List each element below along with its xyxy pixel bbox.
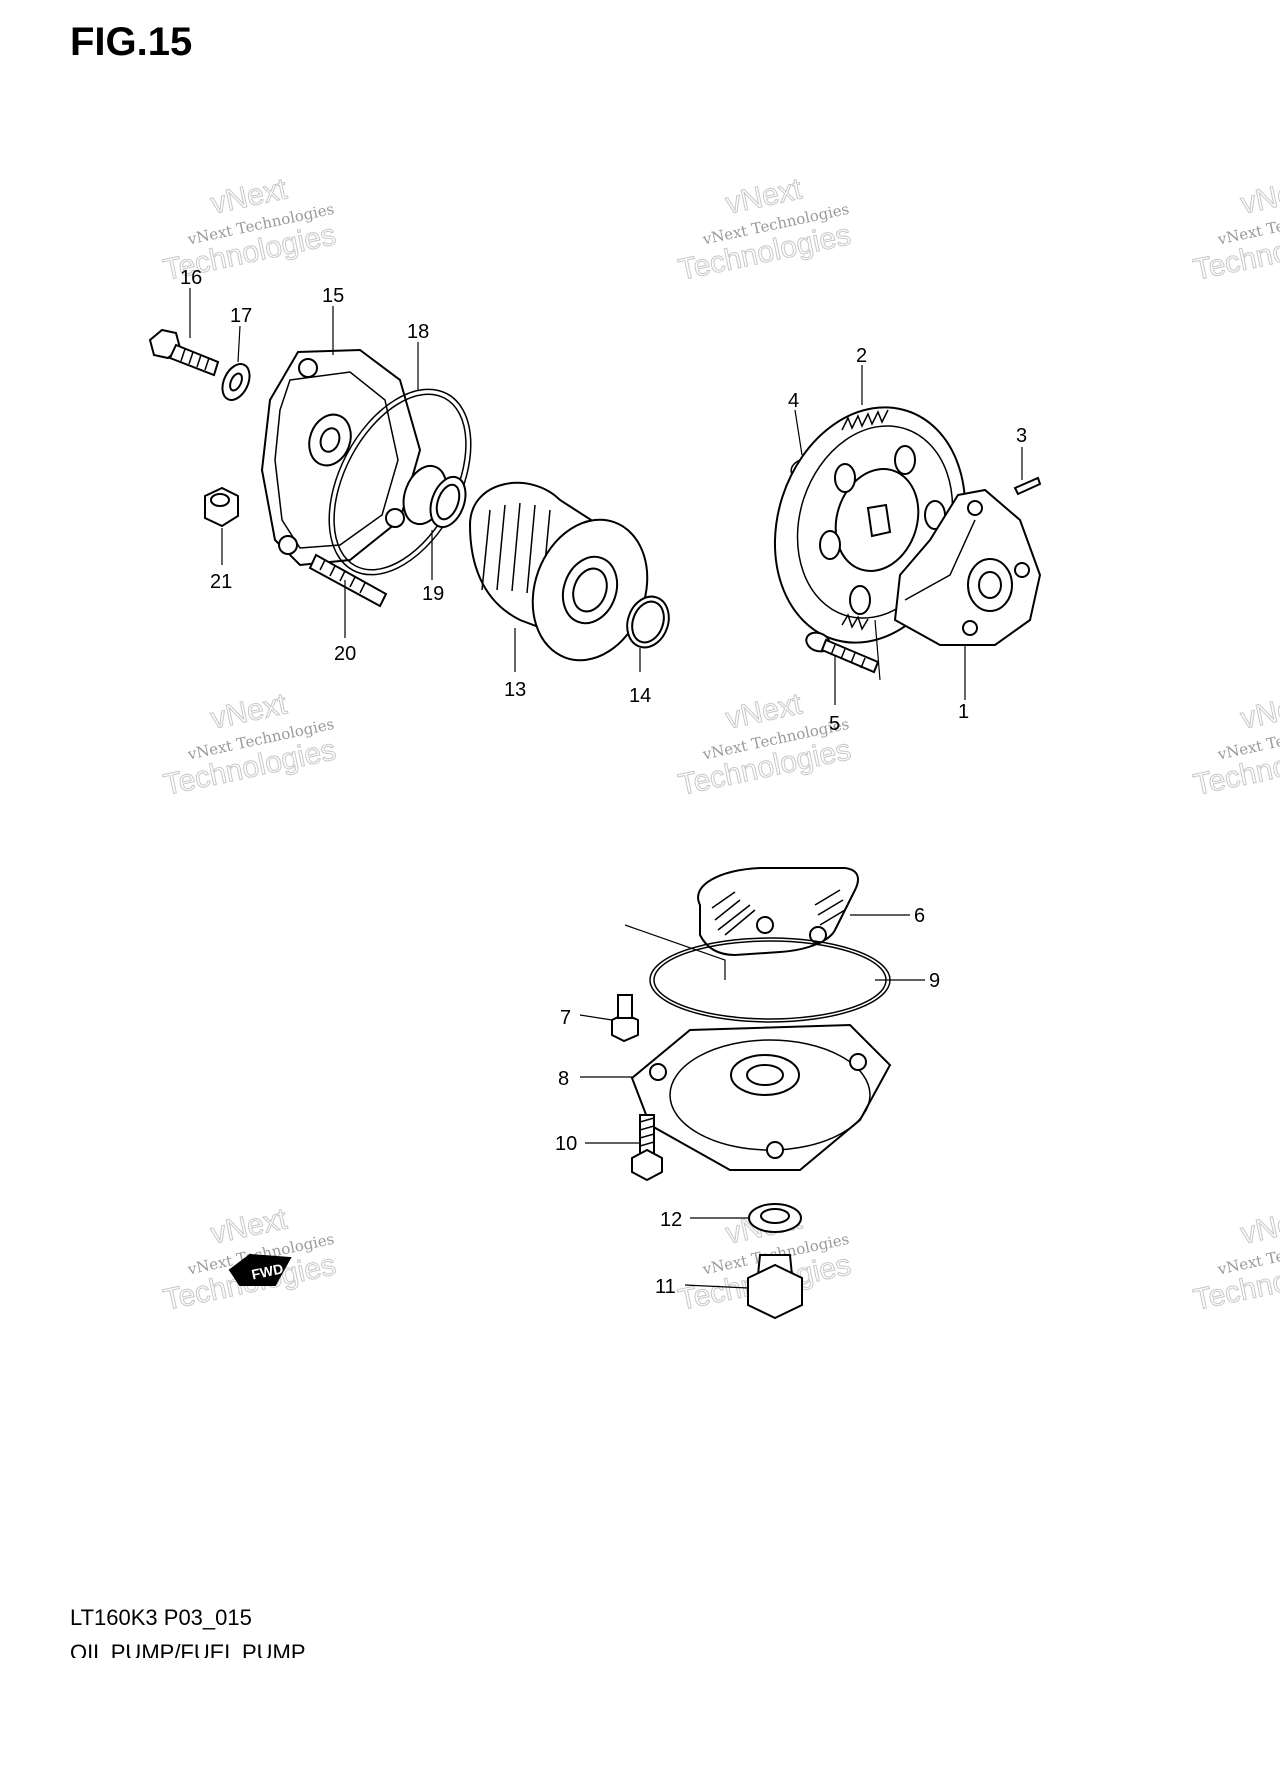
callout-16: 16 [180, 267, 202, 289]
callout-15: 15 [322, 285, 344, 307]
callout-5: 5 [829, 713, 840, 735]
callout-14: 14 [629, 685, 651, 707]
figure-title: FIG.15 [70, 20, 193, 64]
part-3-pin [1013, 476, 1042, 496]
part-10-bolt [631, 1114, 663, 1182]
callout-10: 10 [555, 1133, 577, 1155]
callout-21: 21 [210, 571, 232, 593]
part-7-bolt [611, 994, 639, 1043]
watermark-brand: vNext [1238, 1202, 1280, 1250]
callout-1: 1 [958, 701, 969, 723]
callout-numbers: 16 17 15 18 21 20 19 13 14 2 4 3 5 1 6 9… [180, 267, 1027, 1298]
part-14-o-ring [626, 595, 670, 649]
part-15-filter-cover [260, 348, 422, 567]
fwd-label: FWD [250, 1260, 285, 1282]
callout-17: 17 [230, 305, 252, 327]
figure-name: OIL PUMP/FUEL PUMP [70, 1640, 306, 1658]
part-5-screw [805, 631, 880, 674]
callout-7: 7 [560, 1007, 571, 1029]
callout-12: 12 [660, 1209, 682, 1231]
callout-18: 18 [407, 321, 429, 343]
callout-3: 3 [1016, 425, 1027, 447]
callout-9: 9 [929, 970, 940, 992]
part-19-o-ring [402, 464, 467, 529]
callout-6: 6 [914, 905, 925, 927]
part-12-washer [748, 1203, 802, 1233]
part-16-bolt [148, 328, 220, 377]
callout-13: 13 [504, 679, 526, 701]
part-11-drain-plug [747, 1254, 803, 1320]
callout-19: 19 [422, 583, 444, 605]
callout-8: 8 [558, 1068, 569, 1090]
part-20-stud [308, 553, 388, 608]
watermark-brand: vNext [1238, 172, 1280, 220]
part-6-strainer [697, 867, 859, 957]
part-1-pump-body [893, 488, 1042, 646]
figure-code: LT160K3 P03_015 [70, 1605, 252, 1630]
callout-2: 2 [856, 345, 867, 367]
callout-4: 4 [788, 390, 799, 412]
part-21-nut [204, 486, 239, 528]
callout-20: 20 [334, 643, 356, 665]
leader-lines [189, 288, 1023, 1289]
callout-11: 11 [655, 1276, 676, 1298]
fwd-arrow: FWD [228, 1253, 292, 1286]
part-8-pump-cover [630, 1023, 892, 1171]
part-13-oil-filter [468, 481, 649, 662]
watermark-brand: vNext [1238, 687, 1280, 735]
part-17-washer [221, 363, 251, 401]
